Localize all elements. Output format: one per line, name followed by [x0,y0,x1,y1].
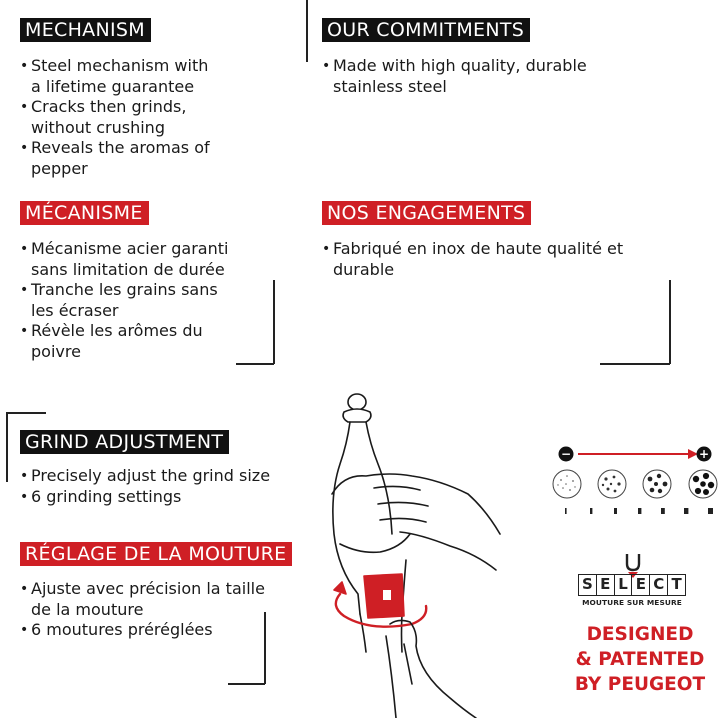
list-item: 6 grinding settings [20,487,300,508]
divider-rule [228,683,265,685]
select-letters: S E L E C T [578,574,686,596]
grind-scale: − + [552,446,718,514]
divider-rule [236,363,274,365]
commitments-list: Made with high quality, durablestainless… [322,56,652,97]
grind-adjustment-list: Precisely adjust the grind size 6 grindi… [20,466,300,507]
list-item: Cracks then grinds,without crushing [20,97,270,138]
commitments-heading: OUR COMMITMENTS [322,18,531,42]
select-subtitle: MOUTURE SUR MESURE [582,598,682,607]
u-icon [625,554,641,578]
engagements-heading: NOS ENGAGEMENTS [322,201,532,225]
minus-icon [558,446,574,462]
divider-rule [6,412,46,414]
mecanisme-heading: MÉCANISME [20,201,149,225]
engagements-list: Fabriqué en inox de haute qualité etdura… [322,239,662,280]
divider-rule [306,0,308,62]
divider-rule [669,280,671,364]
reglage-heading: RÉGLAGE DE LA MOUTURE [20,542,293,566]
arrow-right-icon [688,449,698,459]
svg-text:−: − [561,447,571,461]
list-item: Made with high quality, durablestainless… [322,56,652,97]
patent-statement: DESIGNED & PATENTED BY PEUGEOT [574,624,706,695]
svg-text:+: + [699,447,709,461]
pepper-mill-illustration [331,393,501,718]
list-item: Precisely adjust the grind size [20,466,300,487]
divider-rule [264,612,266,684]
select-logo: S E L E C T MOUTURE SUR MESURE [578,552,690,614]
list-item: 6 moutures préréglées [20,620,300,641]
grind-adjustment-heading: GRIND ADJUSTMENT [20,430,230,454]
divider-rule [600,363,670,365]
list-item: Fabriqué en inox de haute qualité etdura… [322,239,662,280]
plus-icon [696,446,712,462]
divider-rule [6,412,8,482]
mechanism-heading: MECHANISM [20,18,151,42]
divider-rule [273,280,275,364]
